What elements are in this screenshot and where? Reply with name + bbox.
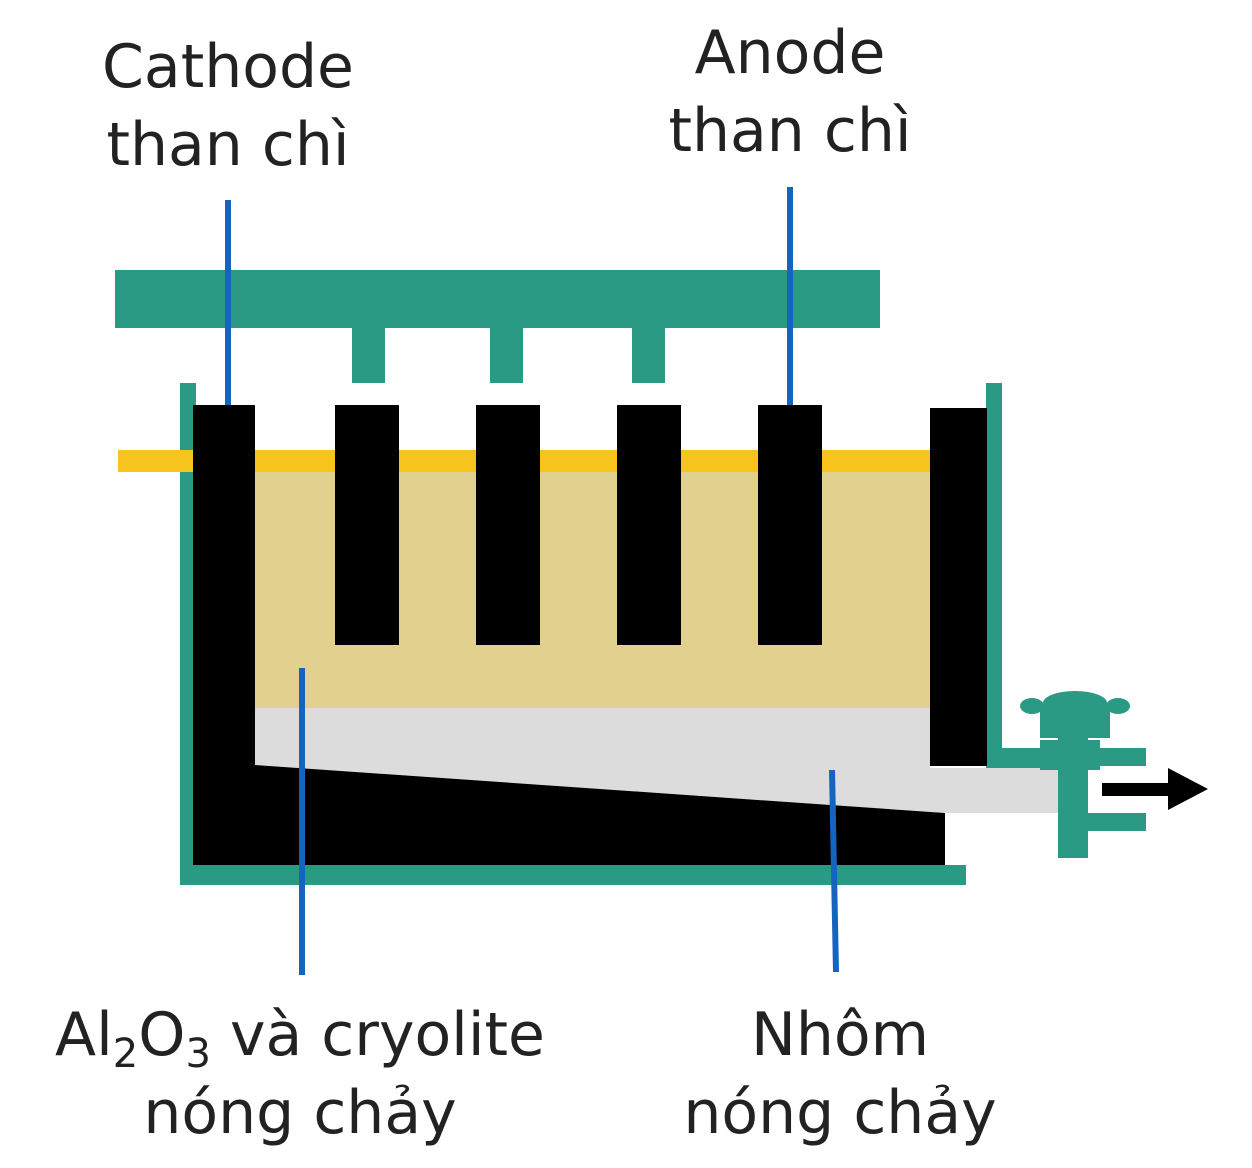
label-aluminium-line2: nóng chảy bbox=[683, 1078, 997, 1148]
leader-lines bbox=[225, 187, 839, 975]
formula-o: O bbox=[138, 1000, 186, 1070]
busbar-top-bar bbox=[115, 270, 880, 328]
formula-al: Al bbox=[55, 1000, 113, 1070]
leader-line-aluminium bbox=[829, 769, 839, 973]
valve-handle bbox=[1043, 691, 1107, 715]
label-electrolyte-line2: nóng chảy bbox=[143, 1078, 457, 1148]
label-anode-line2: than chì bbox=[668, 96, 912, 166]
label-cathode: Cathode than chì bbox=[78, 28, 378, 184]
label-cathode-line1: Cathode bbox=[102, 32, 354, 102]
label-anode: Anode than chì bbox=[640, 14, 940, 170]
label-aluminium-line1: Nhôm bbox=[750, 1000, 930, 1070]
graphite-side-block bbox=[930, 408, 987, 766]
molten-aluminium-layer bbox=[255, 708, 1062, 813]
graphite-anode bbox=[335, 405, 399, 645]
graphite-anode bbox=[617, 405, 681, 645]
graphite-anodes bbox=[335, 405, 822, 645]
graphite-cathode-lining bbox=[193, 405, 945, 865]
graphite-anode bbox=[758, 405, 822, 645]
label-electrolyte: Al2O3 và cryolite nóng chảy bbox=[20, 996, 580, 1152]
graphite-anode bbox=[476, 405, 540, 645]
label-aluminium: Nhôm nóng chảy bbox=[640, 996, 1040, 1152]
label-anode-line1: Anode bbox=[694, 18, 886, 88]
label-cathode-line2: than chì bbox=[106, 110, 350, 180]
formula-subscript-2: 2 bbox=[112, 1031, 139, 1077]
label-electrolyte-rest: và cryolite bbox=[210, 1000, 545, 1070]
tap-valve bbox=[1020, 691, 1146, 858]
formula-subscript-3: 3 bbox=[185, 1031, 211, 1077]
label-electrolyte-line1: Al2O3 và cryolite bbox=[20, 996, 580, 1074]
outflow-arrow bbox=[1102, 768, 1208, 810]
